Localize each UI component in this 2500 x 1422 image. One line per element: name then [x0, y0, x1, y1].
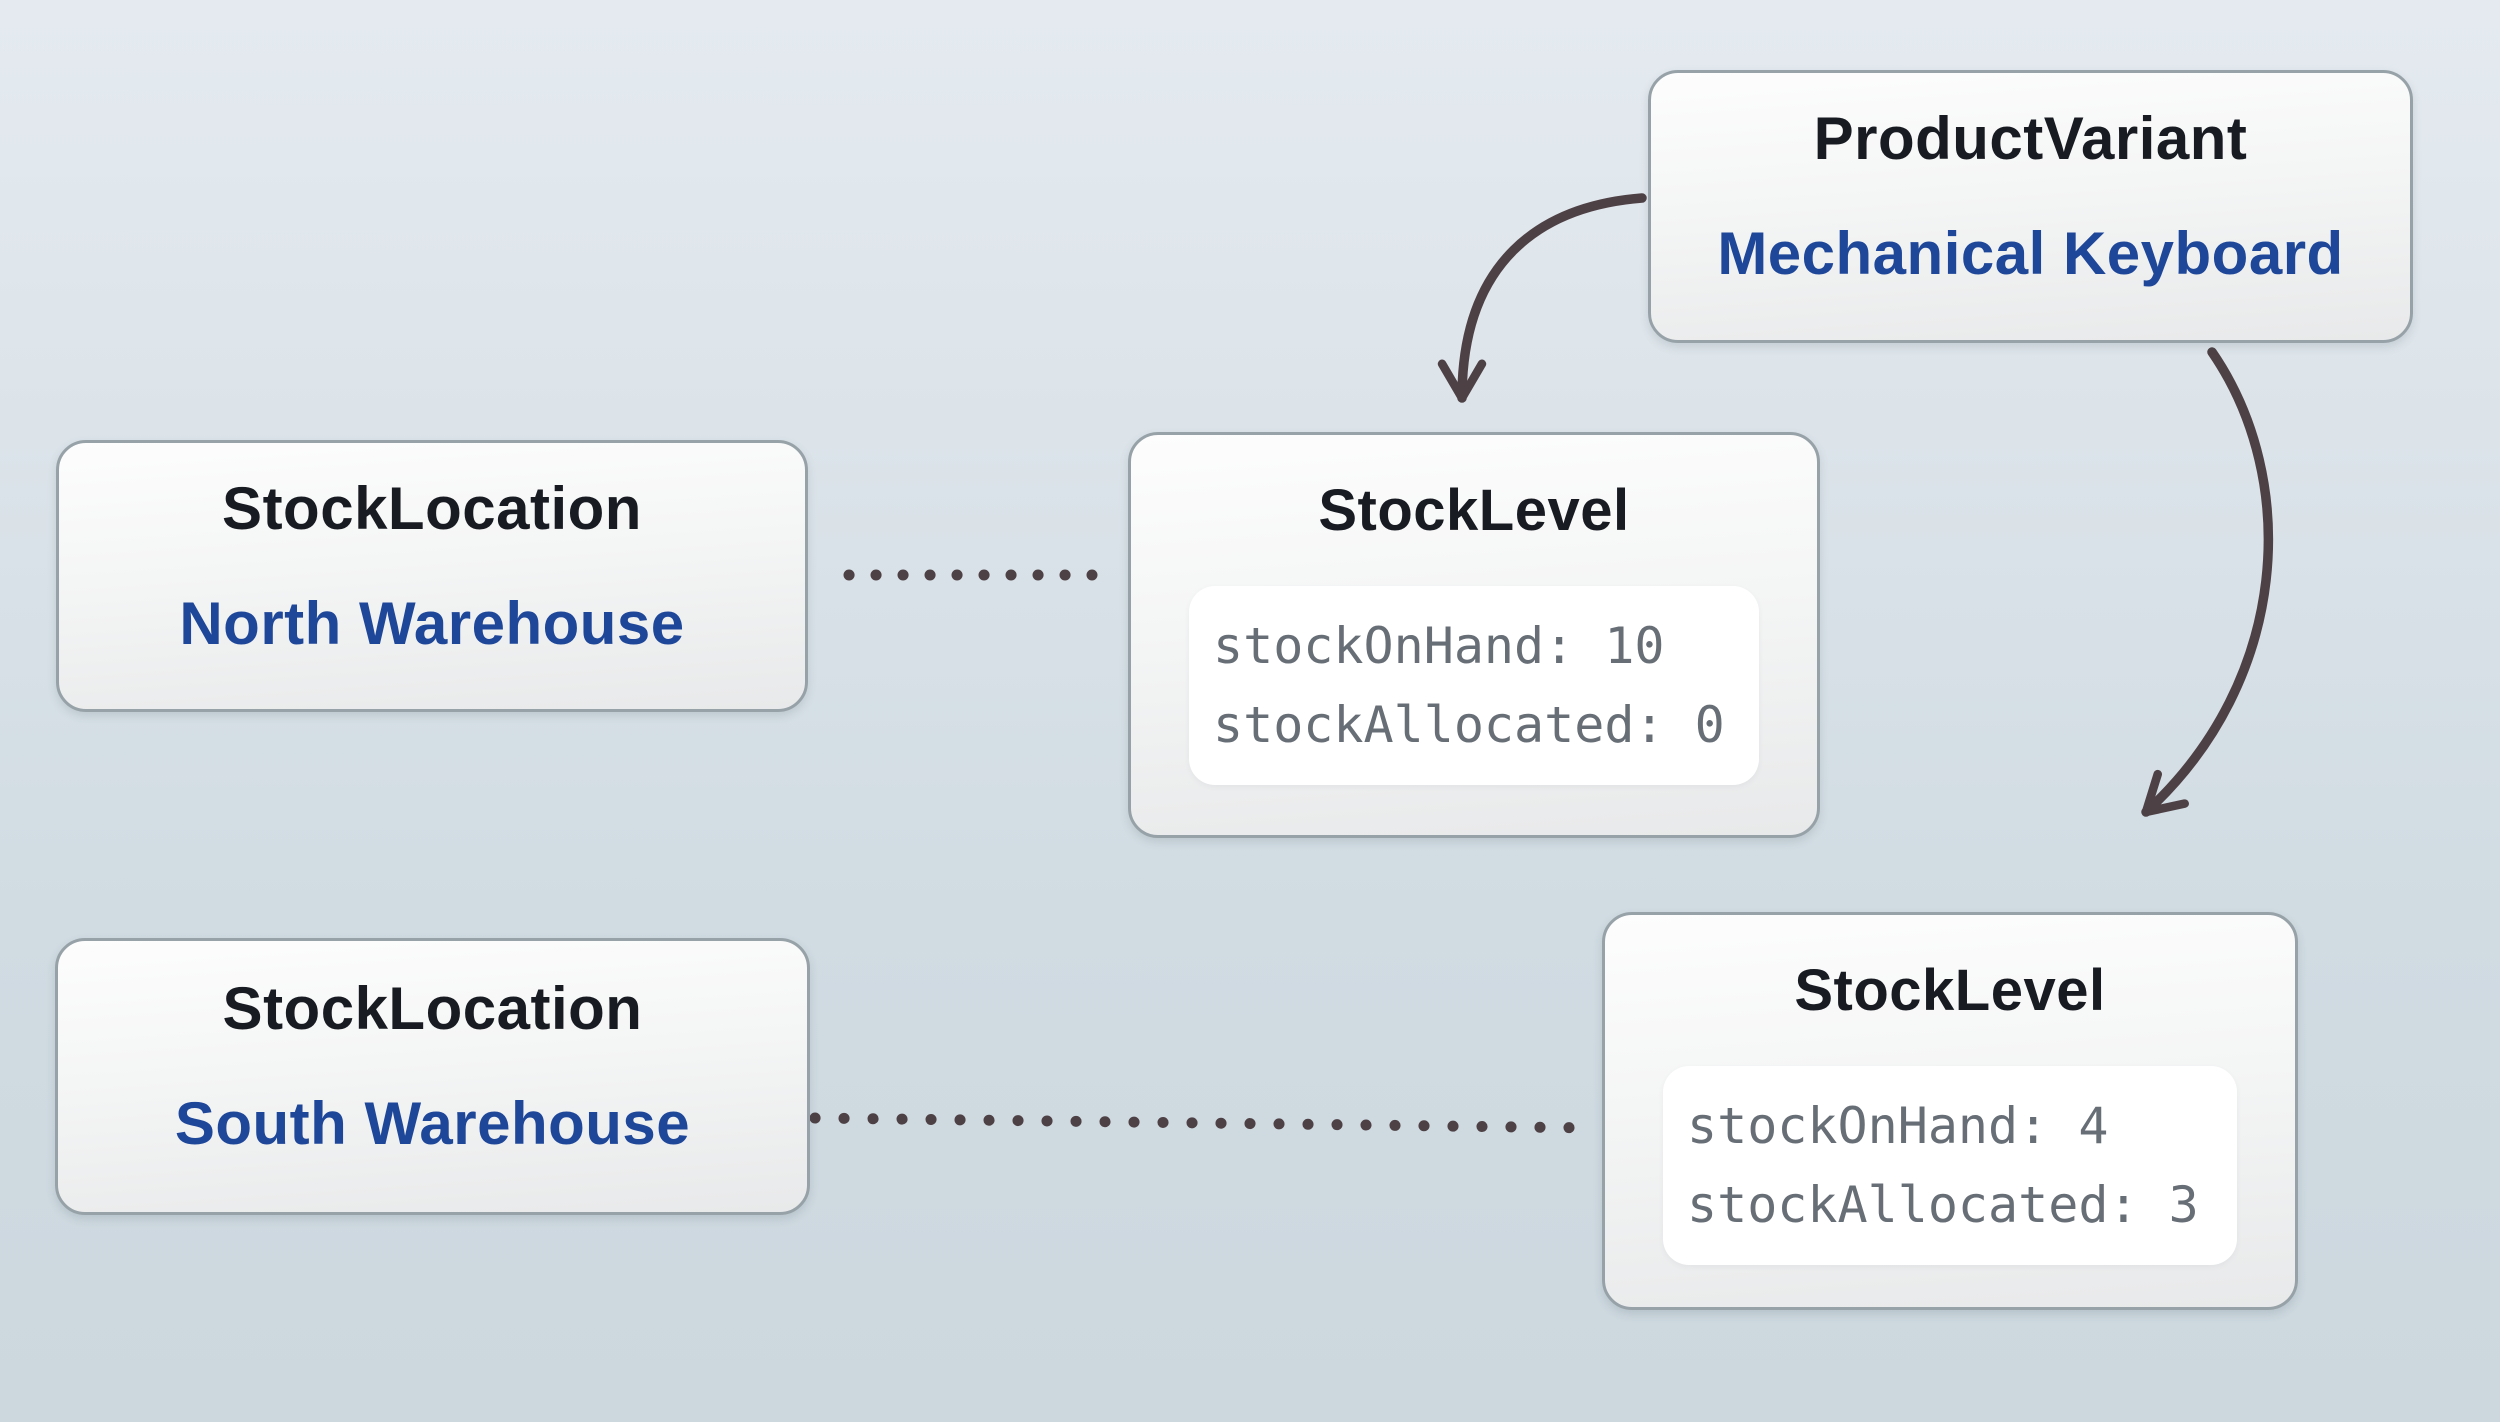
stock-location-north-name-label: North Warehouse	[179, 589, 685, 657]
stock-level-north-node: StockLevel stockOnHand: 10 stockAllocate…	[1128, 432, 1820, 838]
product-variant-name-label: Mechanical Keyboard	[1717, 220, 2344, 287]
stock-on-hand-field: stockOnHand: 10	[1213, 616, 1665, 675]
stock-allocated-field: stockAllocated: 0	[1213, 695, 1725, 754]
arrow-productvariant-to-stocklevel-north	[1437, 193, 1647, 403]
arrow-productvariant-to-stocklevel-south	[2141, 347, 2274, 817]
stock-level-north-entity-label: StockLevel	[1318, 478, 1630, 543]
stock-level-south-node: StockLevel stockOnHand: 4 stockAllocated…	[1602, 912, 2298, 1310]
stock-location-south-node: StockLocation South Warehouse	[55, 938, 810, 1215]
stock-location-north-entity-label: StockLocation	[222, 474, 642, 542]
stock-level-south-entity-label: StockLevel	[1794, 958, 2106, 1023]
stock-level-south-fields-panel: stockOnHand: 4 stockAllocated: 3	[1663, 1066, 2237, 1265]
stock-allocated-field: stockAllocated: 3	[1687, 1175, 2199, 1234]
product-variant-node: ProductVariant Mechanical Keyboard	[1648, 70, 2413, 343]
stock-location-south-name-label: South Warehouse	[174, 1090, 691, 1157]
stock-level-north-fields-panel: stockOnHand: 10 stockAllocated: 0	[1189, 586, 1759, 785]
dotted-link-south-location-to-stocklevel	[809, 1112, 1603, 1134]
product-variant-entity-label: ProductVariant	[1813, 105, 2248, 172]
stock-location-north-node: StockLocation North Warehouse	[56, 440, 808, 712]
stock-location-south-entity-label: StockLocation	[222, 975, 643, 1042]
stock-on-hand-field: stockOnHand: 4	[1687, 1096, 2109, 1155]
